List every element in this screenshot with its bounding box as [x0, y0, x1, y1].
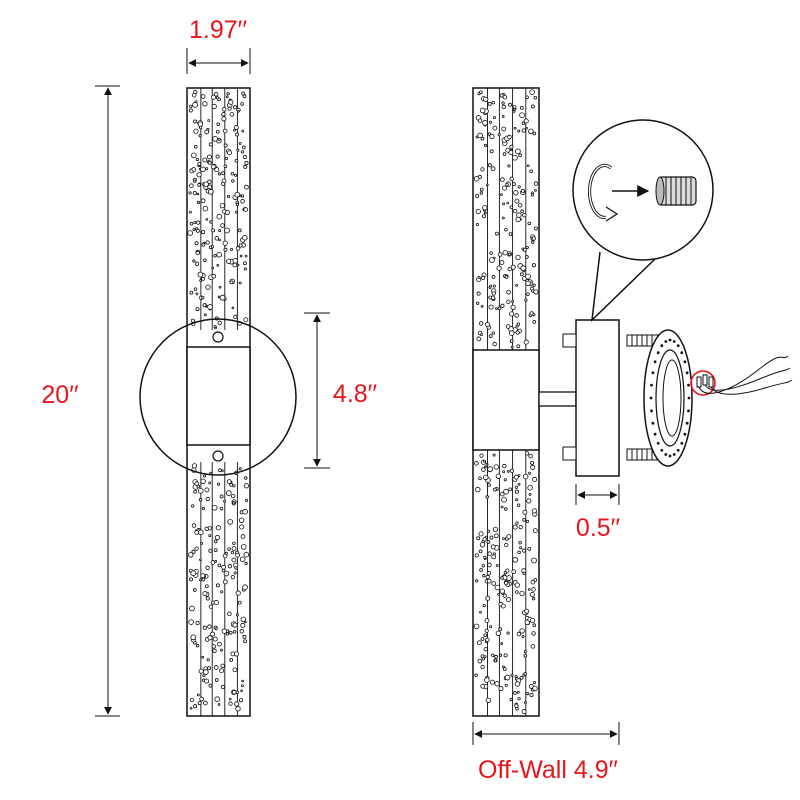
lower-stud	[562, 446, 577, 461]
side-arm	[538, 391, 577, 407]
front-bubble-texture	[187, 90, 250, 712]
front-canopy	[186, 346, 251, 446]
front-tube-ribs	[200, 88, 238, 716]
side-tube-ribs	[487, 88, 527, 716]
side-view: 0.5′′ Off-Wall 4.9′′	[472, 87, 793, 784]
wire-connector	[690, 355, 793, 396]
top-screw-icon	[212, 331, 224, 343]
height-label: 20′′	[41, 381, 78, 409]
front-detail-circle	[139, 318, 297, 476]
canopy-height-label: 4.8′′	[333, 380, 377, 408]
wire-detail-circle	[690, 370, 716, 396]
bottom-screw-icon	[212, 450, 224, 462]
knurled-nut-icon	[655, 176, 697, 206]
mounting-bracket-ring	[643, 329, 693, 467]
width-label: 1.97′′	[189, 16, 247, 44]
side-center-body	[472, 349, 540, 451]
front-view: 1.97′′ 20′′ 4.8′′	[41, 16, 377, 717]
off-wall-label: Off-Wall 4.9′′	[478, 756, 618, 784]
rotate-arrow-icon	[587, 163, 650, 222]
side-canopy-plate	[575, 319, 620, 477]
side-bubble-texture	[473, 89, 539, 715]
detail-callout	[572, 119, 714, 323]
upper-stud	[562, 333, 577, 348]
canopy-depth-label: 0.5′′	[576, 514, 620, 542]
